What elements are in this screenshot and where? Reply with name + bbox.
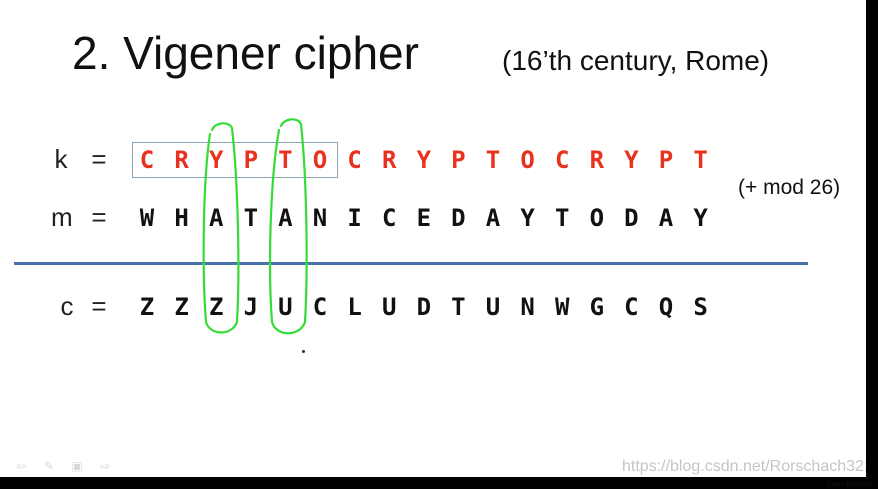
key-letter-12: O [520,146,535,174]
message-letter-9: E [416,204,432,232]
cipher-letter-4: J [243,293,259,321]
message-letter-6: N [312,204,328,232]
slideshow-toolbar: ⇦ ✎ ▣ ⇨ [14,460,112,472]
message-letter-8: C [381,204,397,232]
cipher-letter-10: T [451,293,466,321]
key-letter-7: C [347,146,362,174]
cipher-letter-6: C [312,293,328,321]
message-letter-15: D [624,204,639,232]
key-letter-2: R [174,146,189,174]
key-letter-4: P [243,146,259,174]
message-letter-13: T [554,204,570,232]
message-letter-10: D [451,204,466,232]
cipher-letter-14: G [589,293,605,321]
cipher-letter-17: S [693,293,708,321]
key-row-equals: = [91,144,107,174]
cipher-letter-16: Q [658,293,674,321]
slide: 2. Vigener cipher (16’th century, Rome) … [0,0,866,477]
key-letter-15: Y [624,146,639,174]
cipher-letter-3: Z [208,293,224,321]
slide-subtitle: (16’th century, Rome) [502,45,770,76]
key-letter-14: R [589,146,605,174]
message-letter-14: O [589,204,605,232]
message-letter-4: T [243,204,259,232]
message-letter-5: A [278,204,293,232]
loop-column-3 [202,122,240,334]
slides-icon[interactable]: ▣ [71,459,83,473]
next-icon[interactable]: ⇨ [99,459,111,473]
cipher-letter-1: Z [139,293,155,321]
message-letter-16: A [658,204,674,232]
key-letter-8: R [381,146,397,174]
message-letter-3: A [208,204,224,232]
previous-icon[interactable]: ⇦ [15,459,27,473]
key-letter-16: P [658,146,674,174]
cipher-letter-11: U [485,293,501,321]
cipher-letter-9: D [416,293,432,321]
key-letter-17: T [693,146,708,174]
cipher-letter-12: N [520,293,535,321]
cipher-letter-5: U [278,293,293,321]
message-letter-1: W [139,204,155,232]
cipher-letter-7: L [347,293,362,321]
slide-title: 2. Vigener cipher [72,27,419,79]
key-letter-11: T [485,146,501,174]
message-letter-12: Y [520,204,535,232]
cipher-row-label: c [60,291,74,321]
pen-icon[interactable]: ✎ [43,459,55,473]
cipher-letter-8: U [381,293,397,321]
highlight-loops [202,118,308,335]
divider-line [14,262,808,265]
message-letter-2: H [174,204,189,232]
key-letter-6: O [312,146,328,174]
message-letter-17: Y [693,204,708,232]
author-credit: Dan Boneh [826,479,872,489]
cipher-row-equals: = [91,291,107,321]
cipher-letter-2: Z [174,293,189,321]
cipher-letter-15: C [624,293,639,321]
message-row-label: m [51,202,73,232]
cipher-letter-13: W [554,293,570,321]
key-letter-10: P [451,146,466,174]
key-letter-9: Y [416,146,432,174]
key-letter-1: C [139,146,155,174]
message-row-equals: = [91,202,107,232]
key-letter-13: C [554,146,570,174]
mod-note: (+ mod 26) [738,176,841,199]
key-row-label: k [54,144,68,174]
key-letter-5: T [278,146,293,174]
watermark-text: https://blog.csdn.net/Rorschach321 [622,458,866,475]
key-letter-3: Y [208,146,224,174]
message-letter-7: I [347,204,362,232]
message-letter-11: A [485,204,501,232]
pointer-dot [302,350,305,353]
loop-column-5 [268,118,308,335]
